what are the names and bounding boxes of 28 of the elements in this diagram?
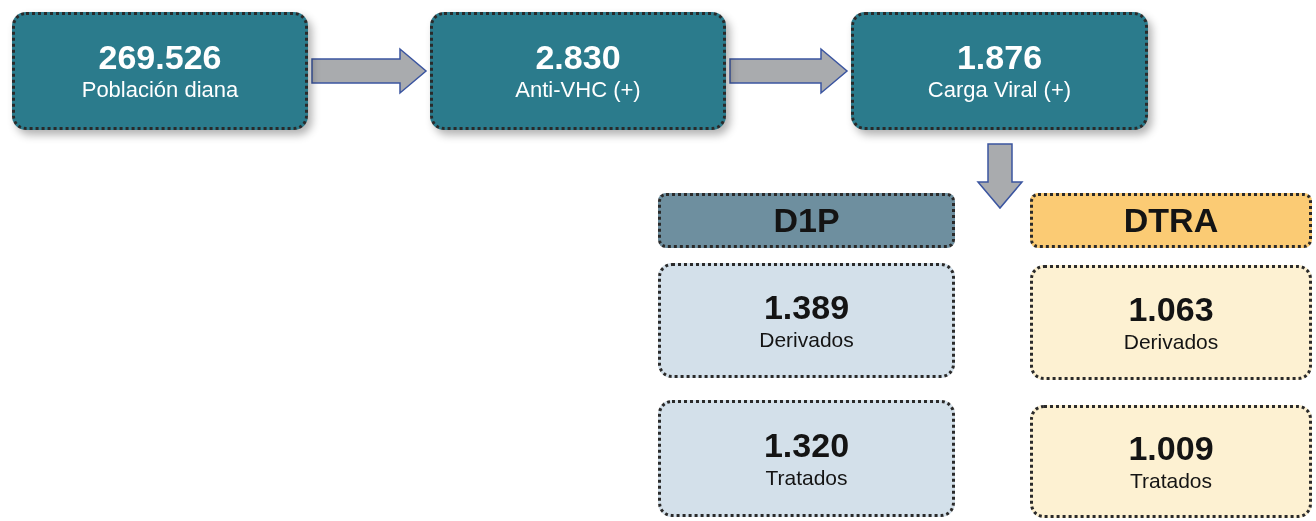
count-box	[658, 400, 955, 517]
count-caption: Anti-VHC (+)	[515, 76, 641, 103]
count-value: 269.526	[98, 39, 222, 77]
process-box	[430, 12, 726, 130]
count-value: 1.009	[1128, 430, 1214, 468]
count-box	[658, 263, 955, 378]
count-caption: Derivados	[759, 326, 854, 352]
count-caption: Población diana	[81, 76, 239, 103]
block-arrow	[976, 143, 1024, 210]
count-box	[1030, 265, 1312, 380]
column-header	[1030, 193, 1312, 248]
count-value: 1.389	[763, 289, 850, 327]
count-value: 1.320	[763, 427, 850, 465]
count-caption: Tratados	[765, 464, 848, 490]
count-caption: Derivados	[1123, 328, 1219, 354]
process-box	[851, 12, 1148, 130]
count-caption: Tratados	[1129, 467, 1213, 493]
count-box	[1030, 405, 1312, 518]
count-value: 2.830	[535, 39, 621, 77]
column-header	[658, 193, 955, 248]
process-box	[12, 12, 308, 130]
count-caption: Carga Viral (+)	[927, 76, 1072, 103]
count-value: 1.876	[956, 39, 1043, 77]
column-heading: DTRA	[1123, 201, 1219, 240]
block-arrow	[311, 47, 428, 95]
block-arrow	[729, 47, 849, 95]
count-value: 1.063	[1128, 291, 1214, 329]
column-heading: D1P	[773, 201, 840, 240]
